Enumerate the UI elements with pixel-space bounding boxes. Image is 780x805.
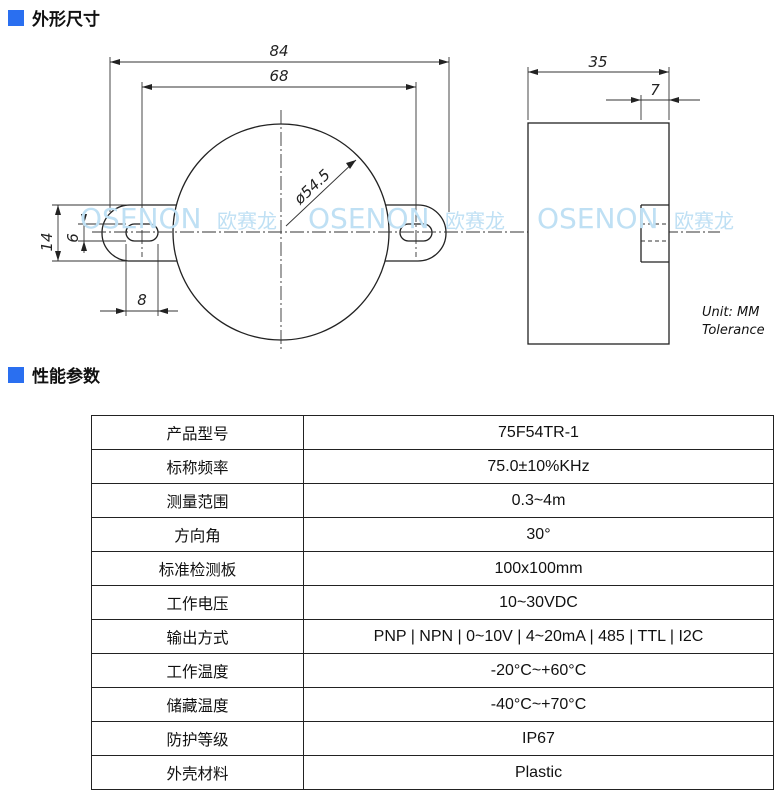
spec-value: PNP | NPN | 0~10V | 4~20mA | 485 | TTL |… [303,619,774,654]
spec-value: -40°C~+70°C [303,687,774,722]
watermark-cn: 欧赛龙 [217,209,277,233]
dim-depth: 35 [588,53,607,71]
spec-value: 75F54TR-1 [303,415,774,450]
spec-label: 工作温度 [91,653,304,688]
dimension-drawing: 84 68 ø54.5 14 6 8 35 7 OSENON 欧赛龙 OSENO… [38,42,765,350]
watermark: OSENON 欧赛龙 OSENON 欧赛龙 OSENON 欧赛龙 [80,202,734,235]
tolerance-label: Tolerance [702,323,765,338]
spec-value: 75.0±10%KHz [303,449,774,484]
spec-label: 防护等级 [91,721,304,756]
spec-label: 外壳材料 [91,755,304,790]
unit-label: Unit: MM [702,305,759,320]
spec-label: 储藏温度 [91,687,304,722]
dim-step: 7 [650,81,660,99]
spec-label: 标称频率 [91,449,304,484]
spec-label: 输出方式 [91,619,304,654]
watermark-brand: OSENON [80,202,201,235]
spec-label: 工作电压 [91,585,304,620]
spec-value: 100x100mm [303,551,774,586]
watermark-brand: OSENON [308,202,429,235]
watermark-brand: OSENON [537,202,658,235]
spec-value: Plastic [303,755,774,790]
dim-overall-width: 84 [269,42,288,60]
section-title-text: 性能参数 [32,367,100,387]
spec-value: IP67 [303,721,774,756]
dimension-arrows [55,59,679,314]
dim-slot-height: 6 [64,233,82,243]
section-title-performance: 性能参数 [8,362,100,387]
watermark-cn: 欧赛龙 [674,209,734,233]
spec-value: 30° [303,517,774,552]
dim-height: 14 [38,232,56,251]
table-row: 储藏温度-40°C~+70°C [91,687,774,722]
section-square-icon [8,9,24,26]
section-square-icon [8,366,24,383]
section-title-text: 外形尺寸 [32,10,100,30]
section-title-dimensions: 外形尺寸 [8,5,100,30]
spec-label: 产品型号 [91,415,304,450]
dim-hole-spacing: 68 [269,67,288,85]
spec-value: -20°C~+60°C [303,653,774,688]
spec-value: 10~30VDC [303,585,774,620]
watermark-cn: 欧赛龙 [445,209,505,233]
table-row: 工作温度-20°C~+60°C [91,653,774,688]
side-view-body [527,122,670,345]
spec-value: 0.3~4m [303,483,774,518]
dim-slot-width: 8 [137,291,147,309]
spec-label: 标准检测板 [91,551,304,586]
spec-label: 测量范围 [91,483,304,518]
spec-label: 方向角 [91,517,304,552]
